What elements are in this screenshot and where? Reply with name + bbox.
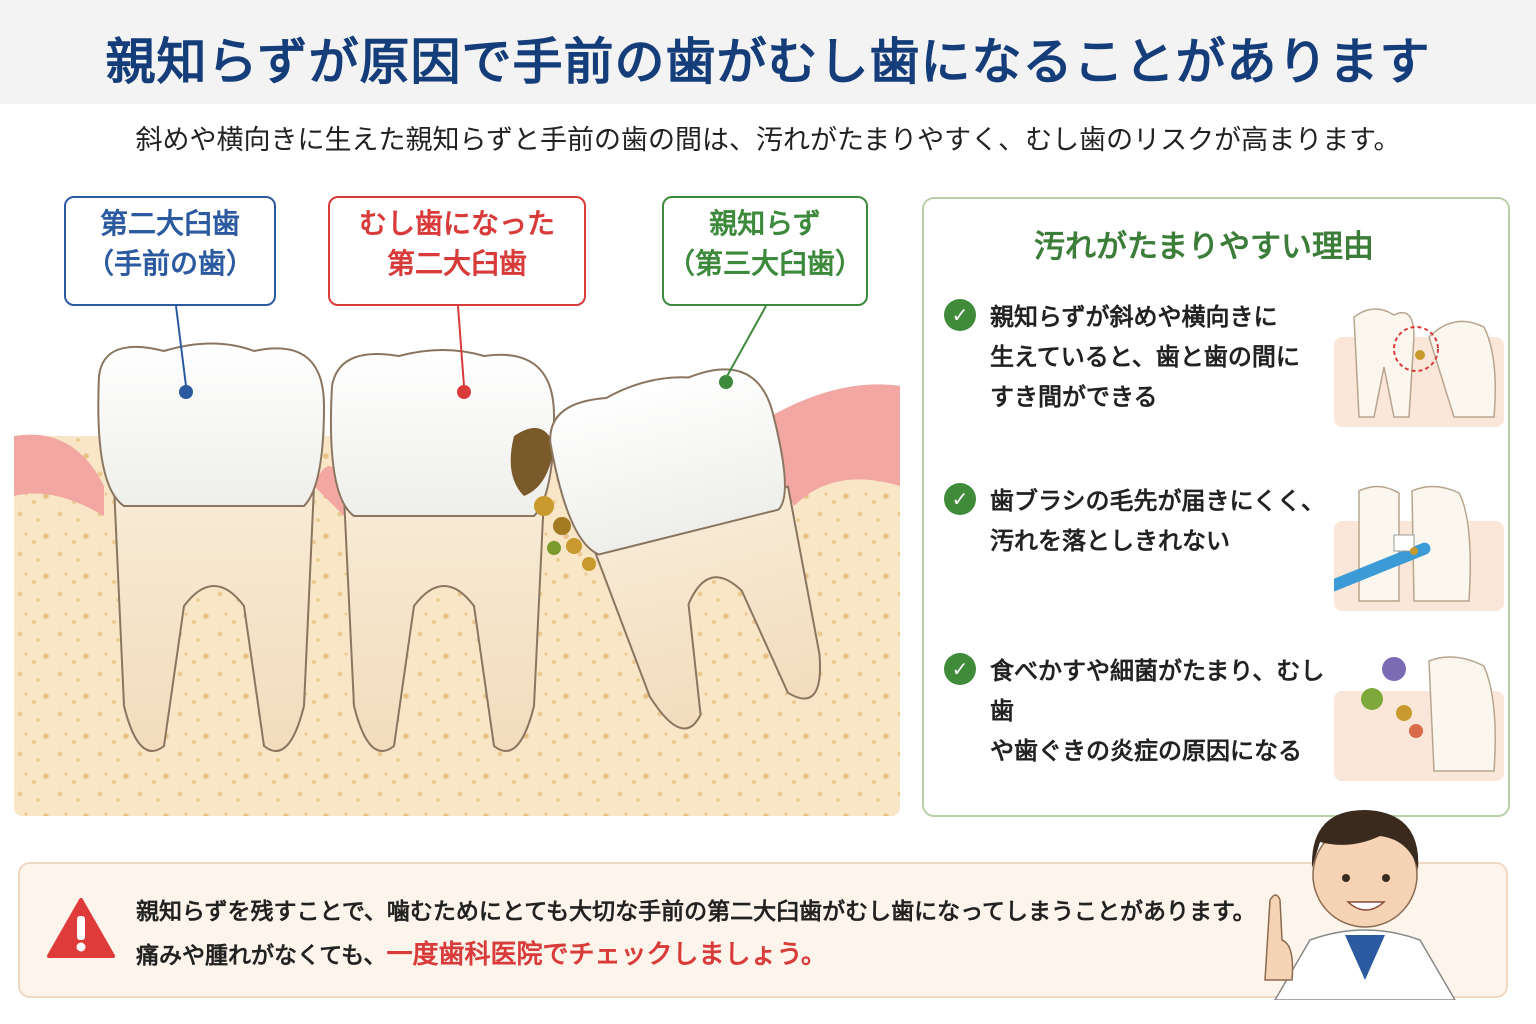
label-wisdom-tooth: 親知らず （第三大臼歯） — [662, 196, 868, 306]
warning-text-emphasis: 一度歯科医院でチェックしましょう。 — [386, 940, 827, 970]
bacteria-icon — [1361, 688, 1383, 710]
label-decayed-molar-line2: 第二大臼歯 — [386, 247, 527, 280]
tooth-illustration — [14, 305, 900, 816]
page-title: 親知らずが原因で手前の歯がむし歯になることがあります — [105, 33, 1431, 91]
check-icon: ✓ — [944, 653, 976, 685]
label-decayed-molar: むし歯になった 第二大臼歯 — [328, 196, 586, 306]
reason-item: ✓ 歯ブラシの毛先が届きにくく、 汚れを落としきれない — [944, 481, 1504, 621]
doctor-illustration — [1264, 810, 1456, 1000]
reason-line: 汚れを落としきれない — [990, 527, 1230, 555]
reason-line: 歯ブラシの毛先が届きにくく、 — [990, 487, 1326, 515]
label-decayed-molar-line1: むし歯になった — [358, 207, 555, 240]
cavity — [510, 428, 554, 496]
warning-text-prefix: 痛みや腫れがなくても、 — [136, 943, 387, 969]
reason-text: 歯ブラシの毛先が届きにくく、 汚れを落としきれない — [990, 481, 1340, 561]
tooth-diagram: 第二大臼歯 （手前の歯） むし歯になった 第二大臼歯 親知らず （第三大臼歯） — [14, 186, 900, 816]
reason-text: 親知らずが斜めや横向きに 生えていると、歯と歯の間に すき間ができる — [990, 297, 1340, 417]
warning-icon — [47, 898, 115, 958]
label-second-molar: 第二大臼歯 （手前の歯） — [64, 196, 276, 306]
warning-text-line2: 痛みや腫れがなくても、一度歯科医院でチェックしましょう。 — [136, 934, 827, 971]
label-second-molar-line2: （手前の歯） — [85, 247, 254, 280]
check-icon: ✓ — [944, 299, 976, 331]
wisdom-tooth — [549, 368, 822, 730]
reason-line: 親知らずが斜めや横向きに — [990, 303, 1278, 331]
pointer-line-green — [725, 305, 767, 379]
reason-item: ✓ 食べかすや細菌がたまり、むし歯 や歯ぐきの炎症の原因になる — [944, 651, 1504, 791]
toothbrush-illustration — [1334, 485, 1504, 611]
reasons-title: 汚れがたまりやすい理由 — [1033, 229, 1375, 265]
reason-text: 食べかすや細菌がたまり、むし歯 や歯ぐきの炎症の原因になる — [990, 651, 1340, 771]
label-wisdom-tooth-line2: （第三大臼歯） — [666, 247, 863, 280]
second-molar-tooth — [97, 342, 326, 752]
decayed-second-molar-tooth — [329, 349, 556, 752]
label-second-molar-line1: 第二大臼歯 — [99, 207, 240, 240]
pointer-line-blue — [175, 305, 187, 387]
warning-box: 親知らずを残すことで、噛むためにとても大切な手前の第二大臼歯がむし歯になってしま… — [18, 862, 1508, 998]
gap-illustration — [1334, 308, 1504, 427]
gum-left — [14, 434, 104, 516]
wisdom-pointer-dot — [719, 375, 733, 389]
bacteria-illustration — [1334, 656, 1504, 781]
reason-line: すき間ができる — [990, 383, 1158, 411]
pointer-line-red — [457, 305, 465, 387]
reasons-panel: 汚れがたまりやすい理由 ✓ 親知らずが斜めや横向きに 生えていると、歯と歯の間に… — [922, 197, 1510, 817]
warning-text-line1: 親知らずを残すことで、噛むためにとても大切な手前の第二大臼歯がむし歯になってしま… — [136, 899, 1256, 925]
check-icon: ✓ — [944, 483, 976, 515]
gum-right — [754, 384, 900, 506]
reason-item: ✓ 親知らずが斜めや横向きに 生えていると、歯と歯の間に すき間ができる — [944, 297, 1504, 437]
title-band — [0, 0, 1536, 104]
bacteria-icon — [1382, 657, 1406, 681]
label-wisdom-tooth-line1: 親知らず — [709, 207, 821, 240]
page-subtitle: 斜めや横向きに生えた親知らずと手前の歯の間は、汚れがたまりやすく、むし歯のリスク… — [135, 125, 1401, 156]
reason-line: 食べかすや細菌がたまり、むし歯 — [990, 657, 1325, 725]
reason-line: 生えていると、歯と歯の間に — [990, 343, 1300, 371]
plaque — [534, 496, 596, 571]
reason-line: や歯ぐきの炎症の原因になる — [990, 737, 1302, 765]
